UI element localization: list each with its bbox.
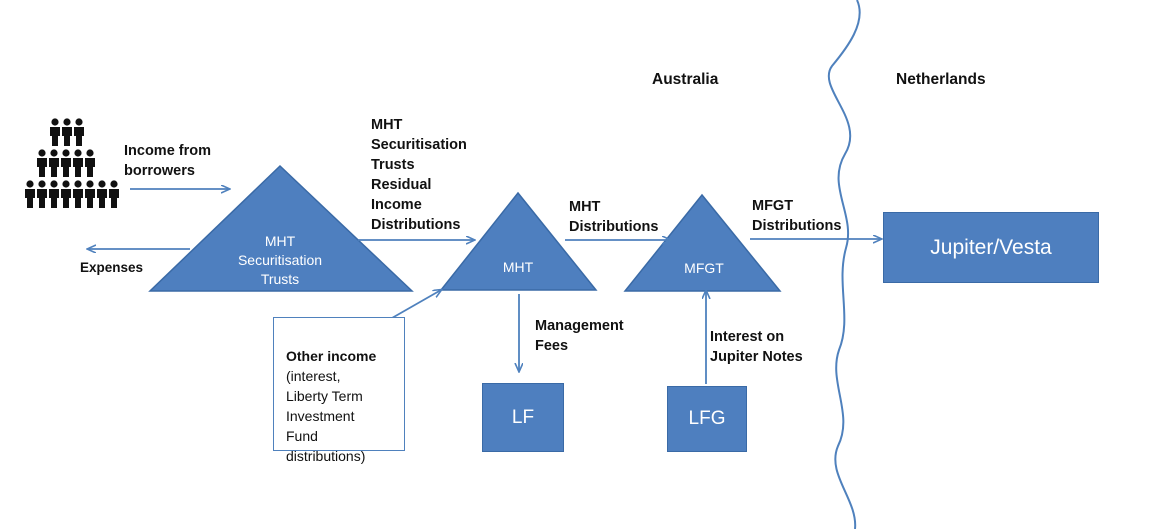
region-label-netherlands: Netherlands — [896, 71, 986, 88]
person-icon-body — [37, 189, 47, 208]
person-icon-head — [62, 149, 70, 157]
person-icon-body — [97, 189, 107, 208]
other-income-arrow — [391, 290, 441, 319]
other-income-body: (interest, Liberty Term Investment Fund … — [286, 368, 366, 464]
mht-distributions-label: MHT Distributions — [569, 199, 659, 235]
income-from-borrowers-label: Income from borrowers — [124, 143, 212, 179]
person-icon-head — [110, 180, 118, 188]
person-icon-body — [62, 127, 72, 146]
person-icon-head — [62, 180, 70, 188]
person-icon-body — [109, 189, 119, 208]
other-income-box: Other income (interest, Liberty Term Inve… — [273, 317, 405, 464]
person-icon-body — [25, 189, 35, 208]
interest-on-jupiter-notes-label: Interest on Jupiter Notes — [710, 329, 803, 365]
mht-triangle — [439, 191, 598, 291]
person-icon-head — [63, 118, 71, 126]
management-fees-label: Management Fees — [535, 318, 624, 354]
jupiter-vesta-label: Jupiter/Vesta — [930, 235, 1052, 259]
person-icon-head — [26, 180, 34, 188]
person-icon-head — [74, 149, 82, 157]
person-icon-body — [61, 158, 71, 177]
person-icon-body — [85, 189, 95, 208]
person-icon-body — [73, 158, 83, 177]
region-label-australia: Australia — [652, 71, 719, 88]
person-icon-body — [50, 127, 60, 146]
lfg-box: LFG — [667, 386, 747, 452]
securitisation-trusts-triangle — [148, 164, 414, 292]
other-income-title: Other income — [286, 348, 377, 364]
person-icon-body — [73, 189, 83, 208]
person-icon-head — [74, 180, 82, 188]
person-icon-head — [51, 118, 59, 126]
person-icon-head — [86, 149, 94, 157]
person-icon-head — [50, 180, 58, 188]
mfgt-distributions-label: MFGT Distributions — [752, 198, 842, 234]
mfgt-label: MFGT — [684, 260, 724, 276]
person-icon-body — [61, 189, 71, 208]
borrowers-people-icon — [25, 118, 119, 208]
lf-box: LF — [482, 383, 564, 452]
lf-label: LF — [511, 406, 535, 428]
mht-label: MHT — [502, 259, 534, 275]
person-icon-head — [38, 149, 46, 157]
person-icon-body — [49, 189, 59, 208]
jupiter-vesta-box: Jupiter/Vesta — [883, 212, 1099, 283]
person-icon-body — [85, 158, 95, 177]
residual-income-label: MHT Securitisation Trusts Residual Incom… — [371, 117, 467, 233]
person-icon-head — [98, 180, 106, 188]
securitisation-trusts-label: MHT Securitisation Trusts — [237, 233, 323, 287]
person-icon-body — [37, 158, 47, 177]
person-icon-head — [75, 118, 83, 126]
border-wavy-line — [827, 0, 861, 529]
person-icon-head — [50, 149, 58, 157]
person-icon-head — [86, 180, 94, 188]
person-icon-body — [49, 158, 59, 177]
expenses-label: Expenses — [80, 260, 144, 275]
lfg-label: LFG — [688, 408, 726, 429]
person-icon-body — [74, 127, 84, 146]
person-icon-head — [38, 180, 46, 188]
